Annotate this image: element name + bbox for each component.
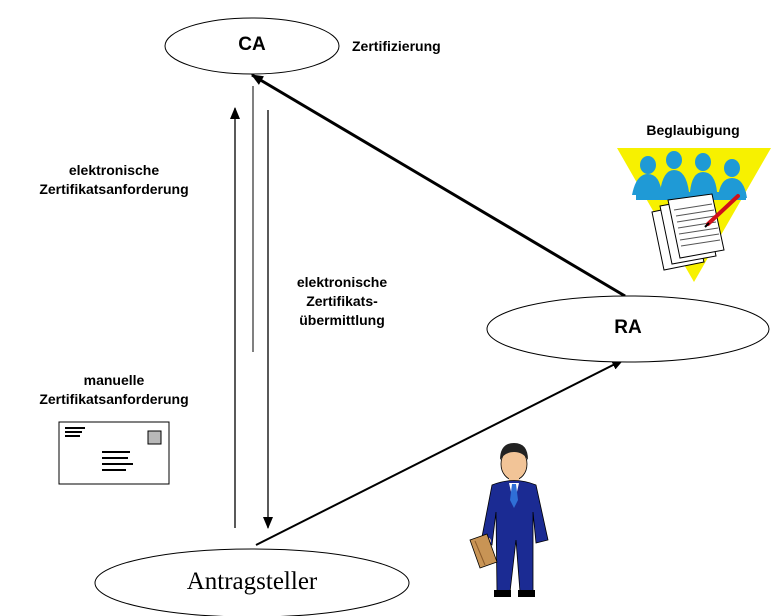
- applicant-node: [94, 548, 410, 616]
- manual-request-line-2: Zertifikatsanforderung: [39, 391, 189, 407]
- electronic-request-line-2: Zertifikatsanforderung: [39, 181, 189, 197]
- envelope-icon: [58, 421, 170, 485]
- ra-label: RA: [614, 317, 642, 338]
- ca-node: [164, 17, 340, 75]
- manual-request-line-1: manuelle: [83, 372, 145, 388]
- electronic-delivery-line-2: Zertifikats-: [306, 293, 378, 309]
- electronic-request-label: elektronische Zertifikatsanforderung: [8, 161, 220, 199]
- certification-label: Zertifizierung: [352, 38, 441, 54]
- documents-pen-icon: [651, 193, 740, 271]
- briefcase-icon: [469, 533, 498, 569]
- ca-label: CA: [238, 34, 266, 55]
- businessman-icon: [480, 443, 549, 597]
- electronic-request-line-1: elektronische: [68, 162, 160, 178]
- electronic-delivery-label: elektronische Zertifikats- übermittlung: [264, 273, 420, 330]
- ra-node: [486, 295, 770, 363]
- electronic-delivery-line-3: übermittlung: [299, 312, 385, 328]
- electronic-delivery-line-1: elektronische: [296, 274, 388, 290]
- notarization-label: Beglaubigung: [646, 122, 740, 138]
- arrow-applicant-to-ra: [255, 359, 624, 546]
- applicant-label: Antragsteller: [186, 568, 318, 595]
- arrow-ra-to-ca: [251, 73, 626, 298]
- manual-request-label: manuelle Zertifikatsanforderung: [8, 371, 220, 409]
